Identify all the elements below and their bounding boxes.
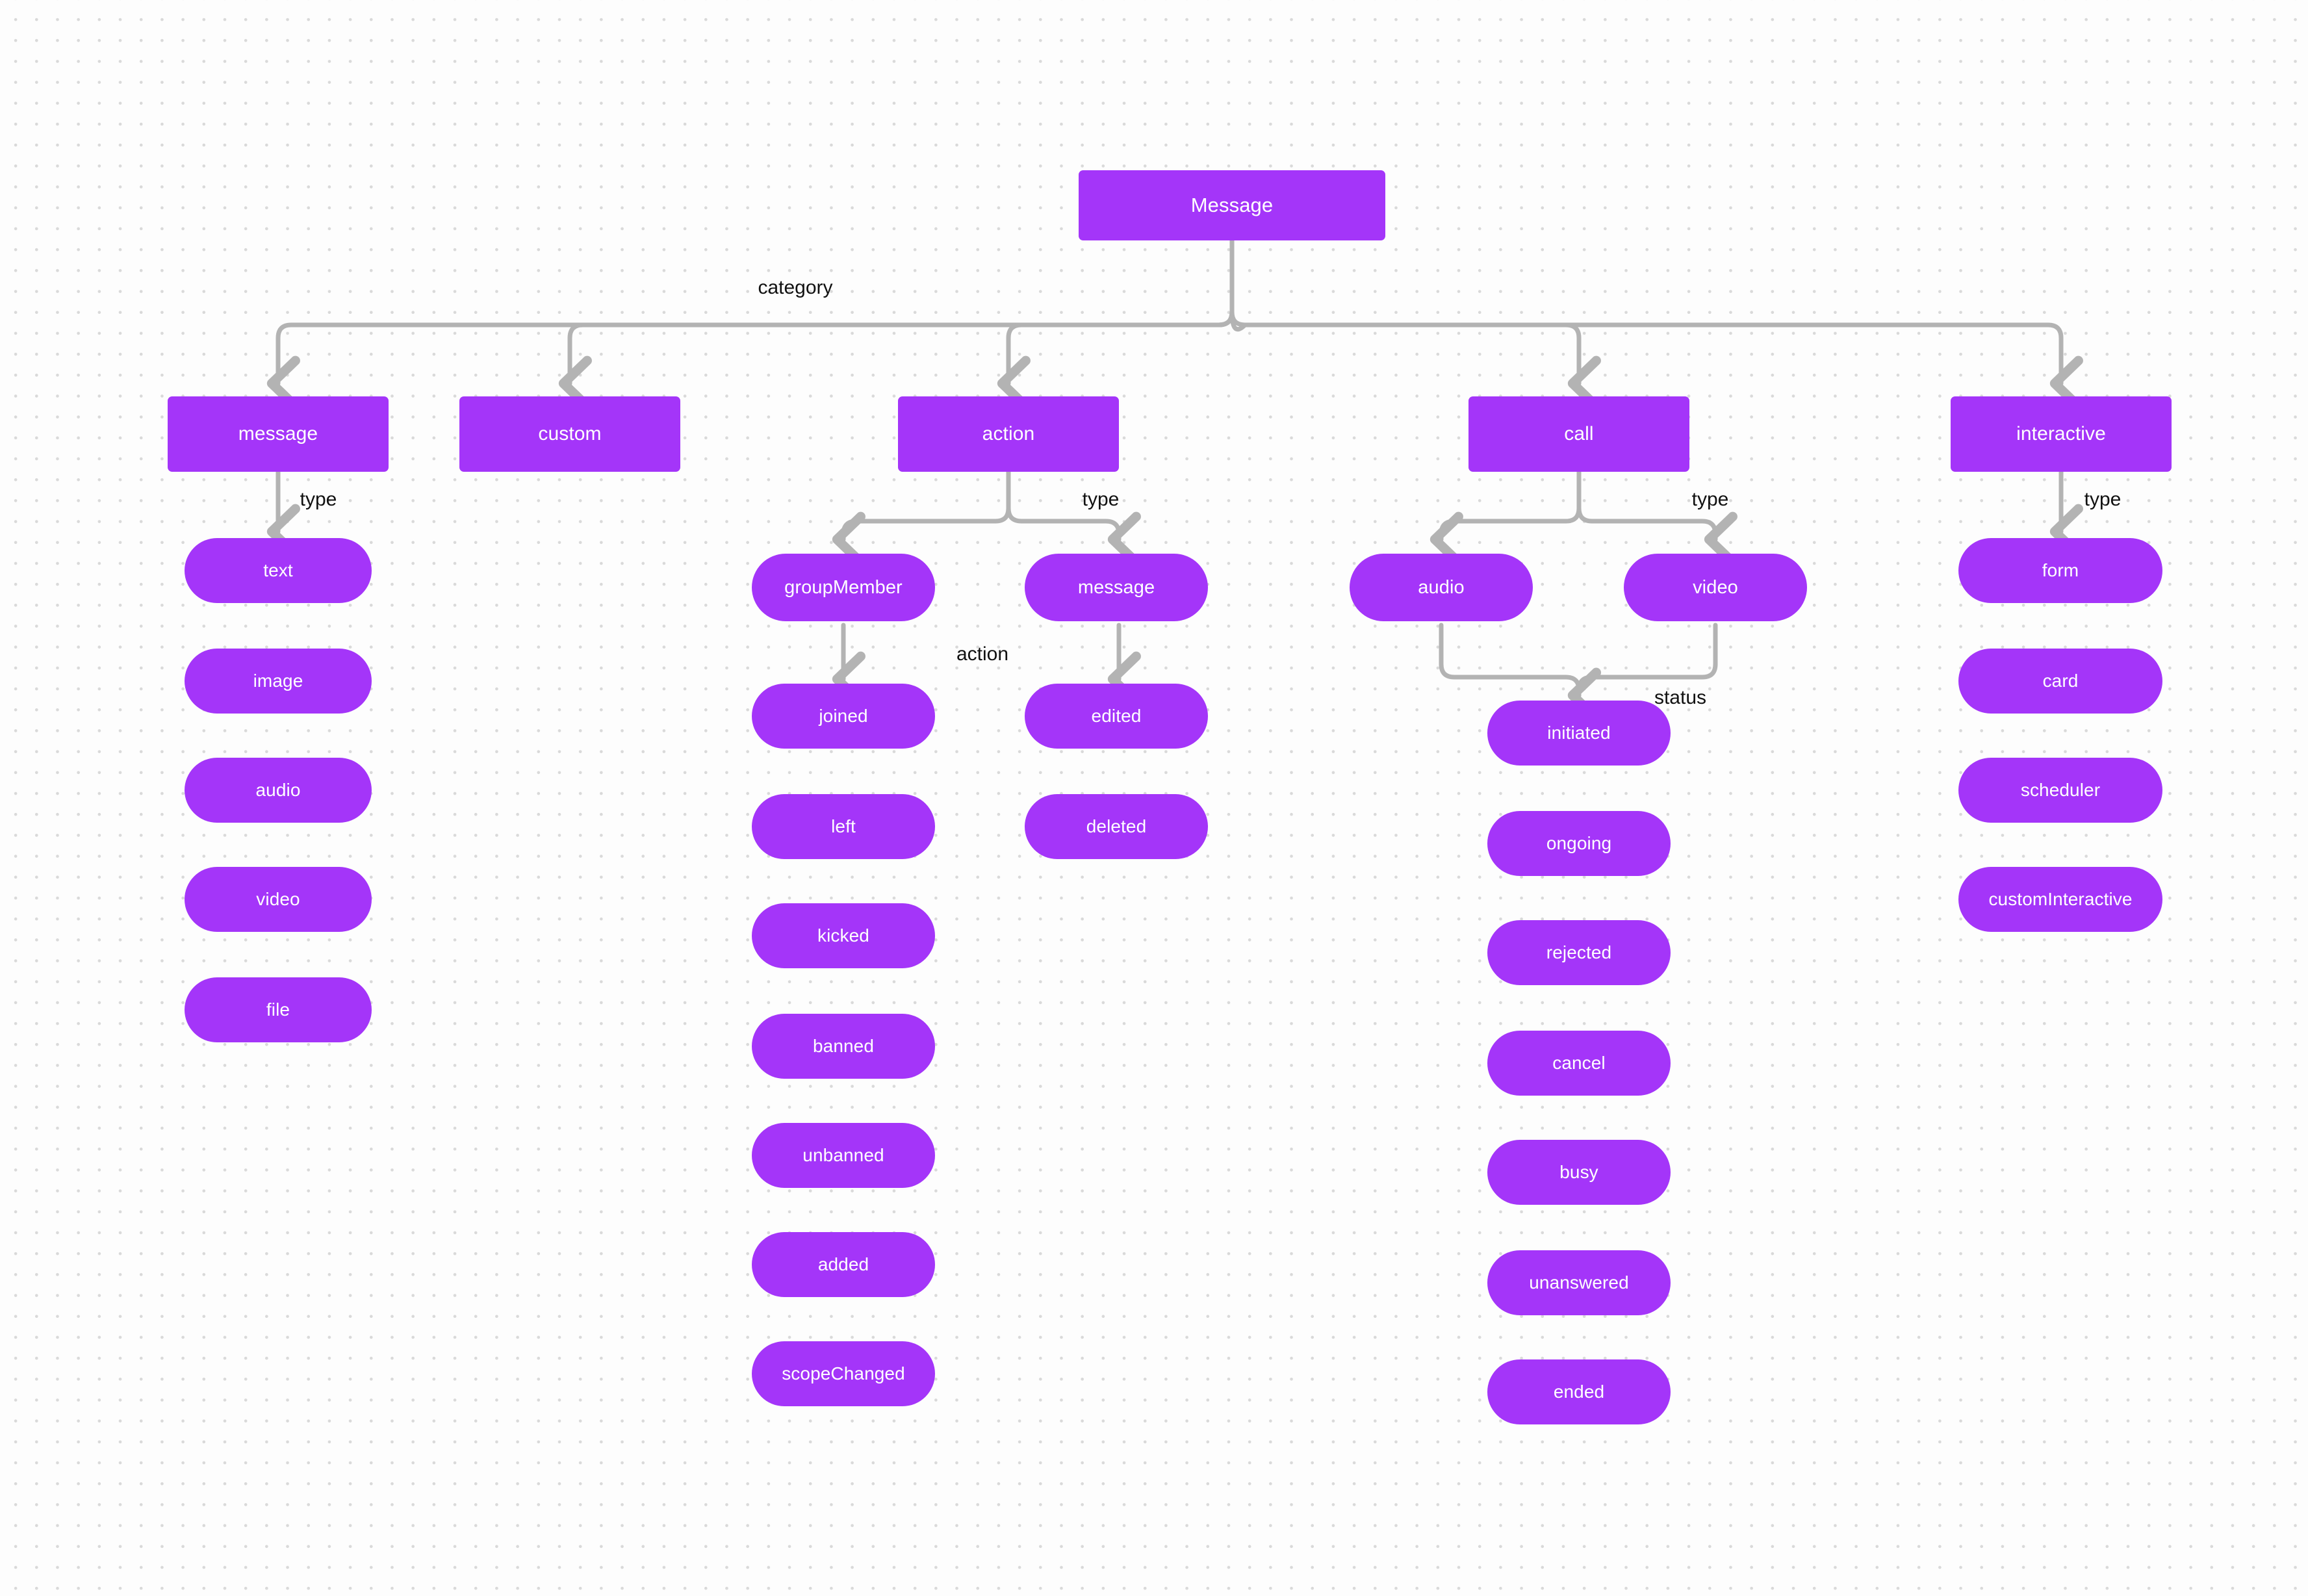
edge-label-action-type: type [1082, 489, 1120, 510]
node-label: call [1564, 423, 1594, 444]
node-label: banned [812, 1036, 875, 1056]
node-message-action-deleted[interactable]: deleted [1025, 794, 1208, 859]
node-label: busy [1559, 1162, 1598, 1182]
node-groupmember-action-added[interactable]: added [752, 1232, 935, 1297]
node-label: unbanned [802, 1145, 884, 1165]
edge-label-call-status: status [1654, 687, 1707, 708]
node-category-interactive[interactable]: interactive [1951, 396, 2172, 472]
node-label: edited [1091, 706, 1142, 726]
node-label: audio [1418, 576, 1465, 598]
node-label: text [263, 560, 293, 580]
node-label: left [831, 816, 856, 836]
node-groupmember-action-scopechanged[interactable]: scopeChanged [752, 1341, 935, 1406]
node-message-type-audio[interactable]: audio [185, 758, 372, 823]
node-message-type-image[interactable]: image [185, 649, 372, 714]
node-interactive-type-scheduler[interactable]: scheduler [1958, 758, 2162, 823]
node-label: message [238, 423, 318, 444]
node-category-call[interactable]: call [1468, 396, 1689, 472]
node-groupmember-action-unbanned[interactable]: unbanned [752, 1123, 935, 1188]
node-call-type-audio[interactable]: audio [1350, 554, 1533, 621]
edge-label-interactive-type: type [2084, 489, 2122, 510]
node-label: image [253, 671, 303, 691]
node-label: form [2042, 560, 2079, 580]
node-call-status-ended[interactable]: ended [1487, 1359, 1671, 1424]
edge-label-call-type: type [1691, 489, 1729, 510]
node-label: kicked [817, 925, 869, 946]
node-call-status-ongoing[interactable]: ongoing [1487, 811, 1671, 876]
node-label: unanswered [1529, 1272, 1629, 1293]
node-label: ongoing [1546, 833, 1612, 853]
node-call-status-cancel[interactable]: cancel [1487, 1031, 1671, 1096]
node-action-type-groupmember[interactable]: groupMember [752, 554, 935, 621]
node-label: customInteractive [1988, 889, 2133, 909]
node-label: video [1693, 576, 1738, 598]
node-label: audio [255, 780, 301, 800]
node-label: joined [819, 706, 868, 726]
edge-label-action-action: action [956, 643, 1009, 665]
node-interactive-type-custominteractive[interactable]: customInteractive [1958, 867, 2162, 932]
node-groupmember-action-banned[interactable]: banned [752, 1014, 935, 1079]
node-label: custom [538, 423, 602, 444]
edge-label-category: category [758, 277, 833, 298]
node-label: cancel [1552, 1053, 1606, 1073]
node-groupmember-action-left[interactable]: left [752, 794, 935, 859]
node-message-type-file[interactable]: file [185, 977, 372, 1042]
node-category-action[interactable]: action [898, 396, 1119, 472]
node-groupmember-action-joined[interactable]: joined [752, 684, 935, 749]
node-category-message[interactable]: message [168, 396, 389, 472]
node-action-type-message[interactable]: message [1025, 554, 1208, 621]
edge-label-message-type: type [300, 489, 337, 510]
node-interactive-type-card[interactable]: card [1958, 649, 2162, 714]
node-label: deleted [1086, 816, 1147, 836]
node-label: groupMember [784, 576, 903, 598]
node-label: action [982, 423, 1035, 444]
node-call-status-rejected[interactable]: rejected [1487, 920, 1671, 985]
node-call-status-unanswered[interactable]: unanswered [1487, 1250, 1671, 1315]
node-label: Message [1190, 194, 1274, 216]
node-label: added [817, 1254, 869, 1274]
node-message-type-text[interactable]: text [185, 538, 372, 603]
node-message-action-edited[interactable]: edited [1025, 684, 1208, 749]
node-root-message[interactable]: Message [1079, 170, 1385, 240]
node-label: card [2042, 671, 2079, 691]
node-call-type-video[interactable]: video [1624, 554, 1807, 621]
node-label: initiated [1547, 723, 1611, 743]
node-category-custom[interactable]: custom [459, 396, 680, 472]
node-label: interactive [2016, 423, 2106, 444]
node-message-type-video[interactable]: video [185, 867, 372, 932]
node-label: scopeChanged [782, 1363, 905, 1384]
node-call-status-initiated[interactable]: initiated [1487, 701, 1671, 766]
node-label: ended [1553, 1382, 1605, 1402]
node-label: rejected [1546, 942, 1612, 962]
node-label: file [266, 999, 290, 1020]
node-groupmember-action-kicked[interactable]: kicked [752, 903, 935, 968]
node-call-status-busy[interactable]: busy [1487, 1140, 1671, 1205]
node-label: video [256, 889, 300, 909]
node-label: scheduler [2020, 780, 2101, 800]
node-interactive-type-form[interactable]: form [1958, 538, 2162, 603]
node-label: message [1077, 576, 1155, 598]
